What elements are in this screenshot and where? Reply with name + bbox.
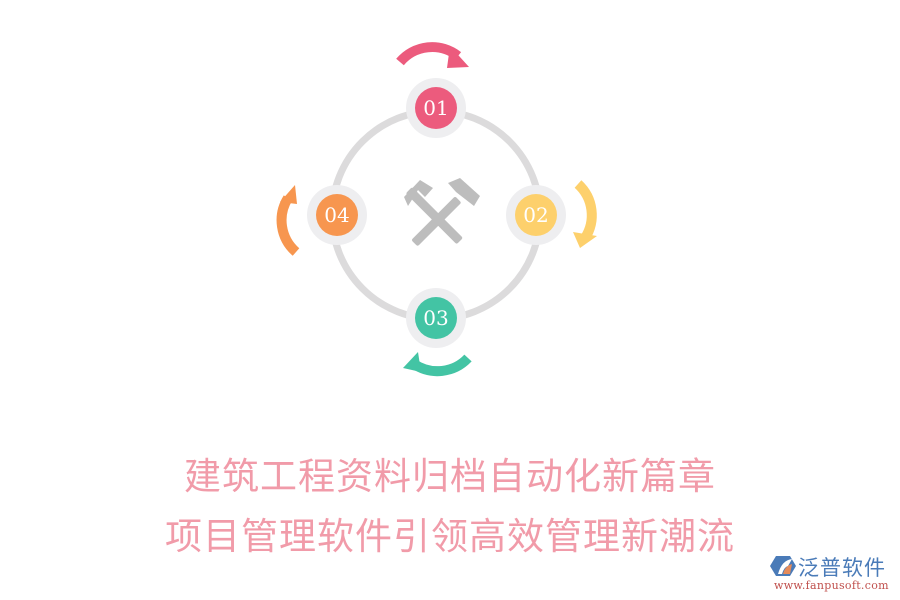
step-node-03: 03 [406, 288, 466, 348]
step-node-02: 02 [506, 185, 566, 245]
logo-url: www.fanpusoft.com [774, 579, 889, 592]
step-node-01: 01 [406, 78, 466, 138]
arrow-top-icon [396, 42, 469, 68]
svg-text:03: 03 [423, 306, 448, 330]
svg-text:02: 02 [523, 203, 548, 227]
crossed-hammers-icon [404, 178, 480, 246]
brand-logo[interactable]: 泛普软件 www.fanpusoft.com [768, 552, 898, 596]
headline-line-1: 建筑工程资料归档自动化新篇章 [184, 455, 716, 498]
headline-line-2: 项目管理软件引领高效管理新潮流 [165, 515, 735, 558]
logo-icon [770, 556, 796, 576]
svg-text:04: 04 [324, 203, 349, 227]
svg-text:01: 01 [423, 96, 448, 120]
arrow-right-icon [573, 180, 597, 248]
arrow-bottom-icon [403, 352, 472, 377]
logo-name: 泛普软件 [798, 556, 886, 580]
step-node-04: 04 [307, 185, 367, 245]
arrow-left-icon [276, 185, 300, 256]
